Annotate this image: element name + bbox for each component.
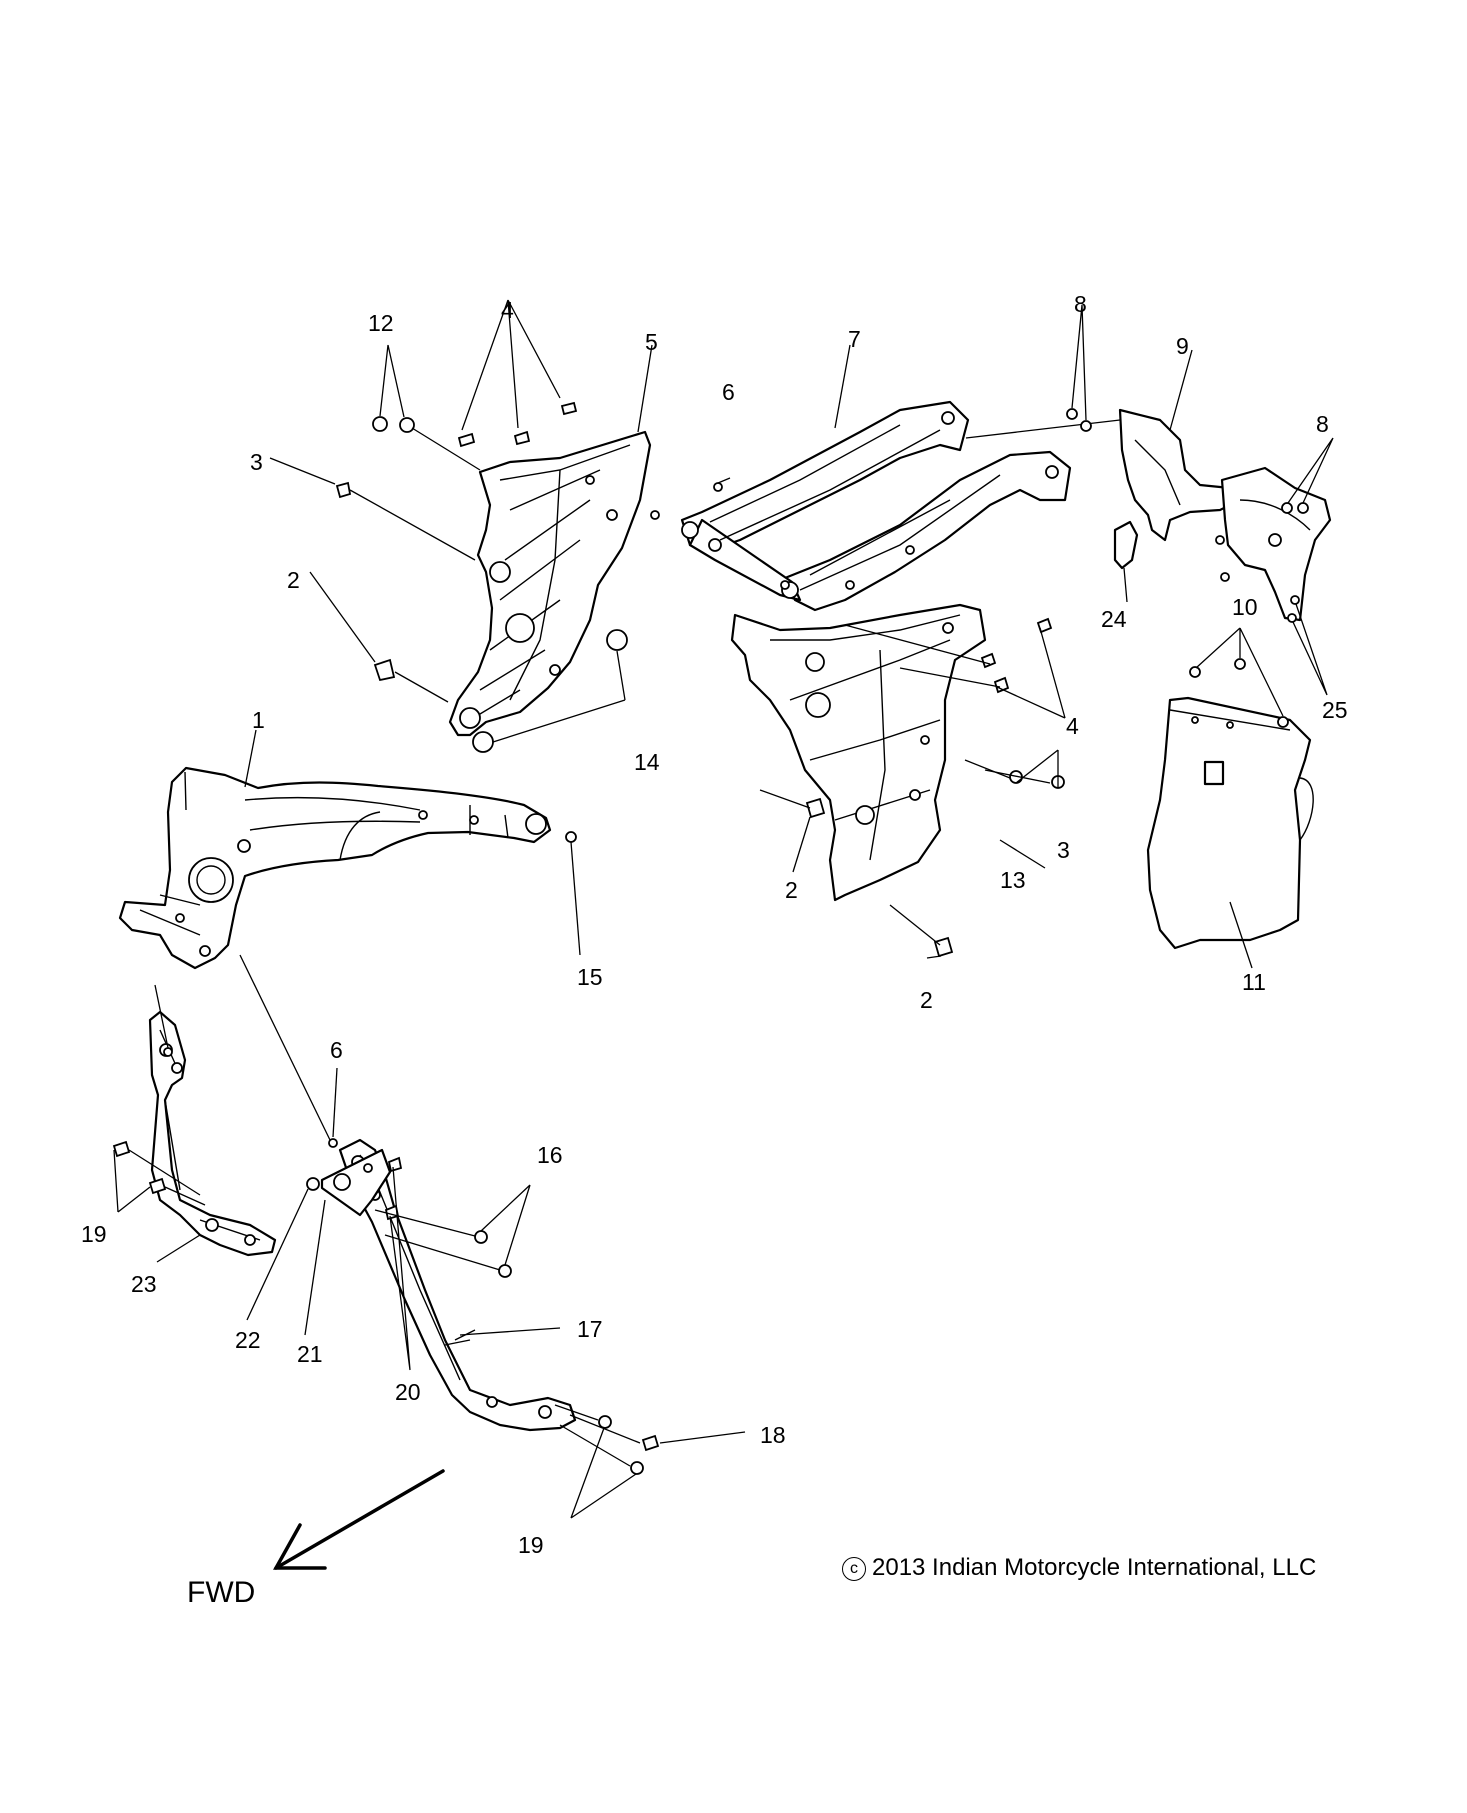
callout-10: 10 (1232, 594, 1258, 620)
callout-labels: 1 2 2 2 3 3 4 4 5 6 6 7 8 8 9 10 11 12 1… (81, 291, 1348, 1558)
callout-9: 9 (1176, 333, 1189, 359)
copyright-symbol: c (842, 1557, 866, 1581)
callout-11: 11 (1242, 969, 1266, 995)
fwd-label: FWD (187, 1576, 255, 1609)
forward-direction-arrow: FWD (187, 1469, 445, 1609)
callout-21: 21 (297, 1341, 323, 1367)
callout-8: 8 (1316, 411, 1329, 437)
callout-17: 17 (577, 1316, 603, 1342)
callout-2: 2 (920, 987, 933, 1013)
callout-3: 3 (1057, 837, 1070, 863)
callout-3: 3 (250, 449, 263, 475)
callout-6: 6 (330, 1037, 343, 1063)
part-21-gusset-plate (320, 1148, 392, 1217)
callout-1: 1 (252, 707, 265, 733)
part-13-lower-plate (730, 603, 987, 902)
callout-18: 18 (760, 1422, 786, 1448)
copyright-text: 2013 Indian Motorcycle International, LL… (872, 1554, 1317, 1581)
callout-22: 22 (235, 1327, 261, 1353)
callout-24: 24 (1101, 606, 1127, 632)
callout-6: 6 (722, 379, 735, 405)
part-5-frame-plate (448, 430, 652, 737)
leader-lines (113, 299, 1334, 1519)
part-1-main-frame (118, 766, 552, 970)
callout-19: 19 (81, 1221, 107, 1247)
callout-7: 7 (848, 326, 861, 352)
callout-13: 13 (1000, 867, 1026, 893)
callout-2: 2 (785, 877, 798, 903)
part-9-rear-bracket (1118, 408, 1332, 622)
callout-2: 2 (287, 567, 300, 593)
callout-19: 19 (518, 1532, 544, 1558)
callout-12: 12 (368, 310, 394, 336)
callout-4: 4 (1066, 713, 1079, 739)
fasteners (112, 401, 1309, 1475)
callout-4: 4 (501, 297, 514, 323)
part-11-side-cover (1146, 696, 1314, 950)
callout-15: 15 (577, 964, 603, 990)
part-7-rear-subframe (680, 400, 1121, 612)
bolt-centerlines (128, 427, 1051, 1467)
callout-8: 8 (1074, 291, 1087, 317)
callout-23: 23 (131, 1271, 157, 1297)
callout-14: 14 (634, 749, 660, 775)
part-24-clip (1113, 520, 1139, 570)
callout-20: 20 (395, 1379, 421, 1405)
callout-16: 16 (537, 1142, 563, 1168)
callout-5: 5 (645, 329, 658, 355)
callout-25: 25 (1322, 697, 1348, 723)
